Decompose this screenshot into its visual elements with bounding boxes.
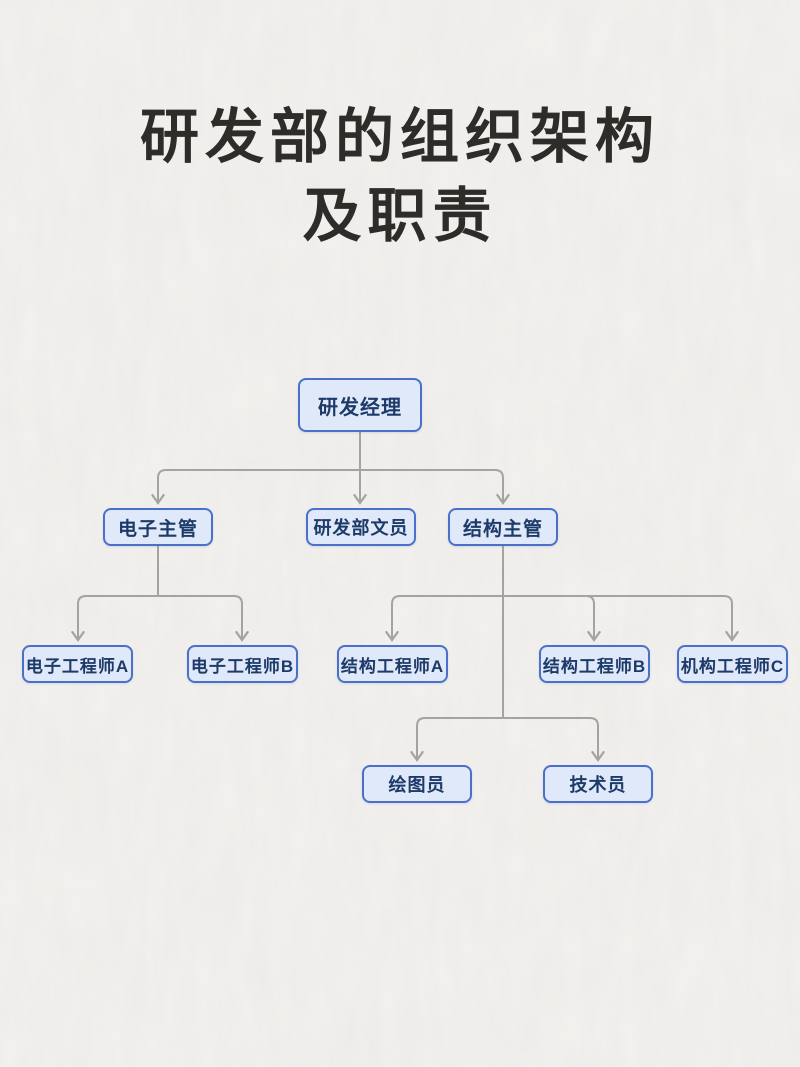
node-structure-engineer-b: 结构工程师B [539, 645, 650, 683]
node-rd-manager: 研发经理 [298, 378, 422, 432]
node-mechanism-engineer-c: 机构工程师C [677, 645, 788, 683]
node-structure-supervisor: 结构主管 [448, 508, 558, 546]
node-electronics-engineer-a: 电子工程师A [22, 645, 133, 683]
node-electronics-engineer-b: 电子工程师B [187, 645, 298, 683]
poster-title: 研发部的组织架构 及职责 [0, 98, 800, 256]
node-technician: 技术员 [543, 765, 653, 803]
node-draftsman: 绘图员 [362, 765, 472, 803]
node-electronics-supervisor: 电子主管 [103, 508, 213, 546]
node-structure-engineer-a: 结构工程师A [337, 645, 448, 683]
node-rd-clerk: 研发部文员 [306, 508, 416, 546]
poster-title-line1: 研发部的组织架构 [139, 104, 660, 170]
poster-title-line2: 及职责 [302, 183, 498, 249]
